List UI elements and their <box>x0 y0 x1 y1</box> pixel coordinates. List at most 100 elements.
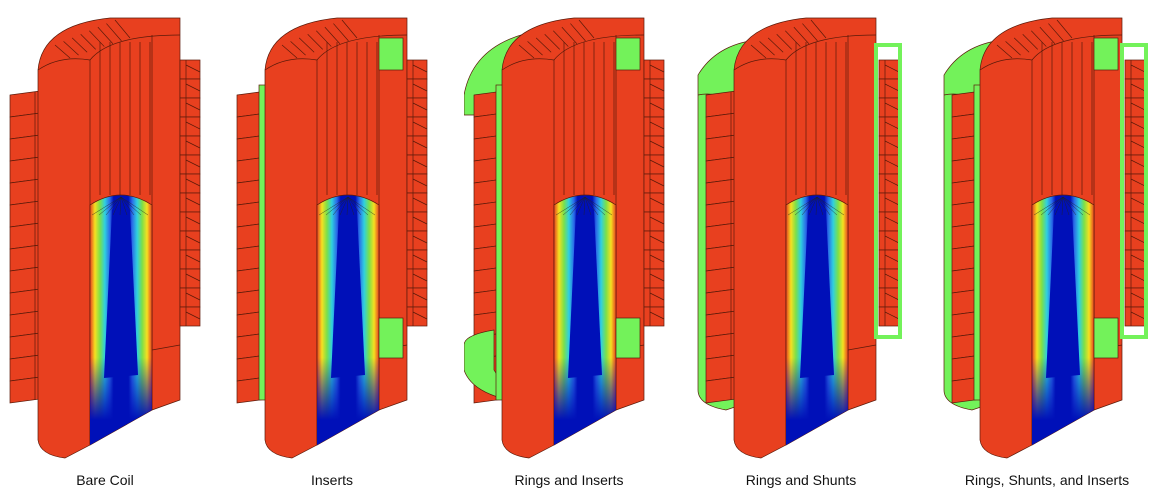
coil-turn <box>1124 59 1146 80</box>
coil-turn <box>406 59 428 80</box>
mesh-line <box>787 196 818 216</box>
body-edge <box>733 58 787 445</box>
top-segment-line <box>281 44 298 59</box>
mesh-line <box>91 196 122 216</box>
coil-turn <box>878 211 900 232</box>
mesh-line <box>347 196 362 216</box>
caption: Rings and Inserts <box>514 472 624 488</box>
coil-turn <box>1124 135 1146 156</box>
coil-turn-edge <box>1130 231 1146 250</box>
top-inner-edge <box>553 34 645 61</box>
top-segment-line <box>106 23 122 42</box>
top-segment-line <box>1056 19 1073 39</box>
mesh-line <box>816 196 824 216</box>
coil-turn <box>1124 154 1146 175</box>
bore-core <box>331 203 365 378</box>
mesh-line <box>816 196 838 216</box>
mesh-line <box>347 196 369 216</box>
coil-turn <box>878 116 900 137</box>
top-segment-line <box>544 34 560 50</box>
coil-turn <box>179 306 201 327</box>
coil-turn-edge <box>412 174 428 193</box>
coil-turn-edge <box>412 60 428 79</box>
panel-rings-shunts-inserts: Rings, Shunts, and Inserts <box>942 0 1154 495</box>
coil-turn-edge <box>649 288 665 307</box>
mesh-line <box>120 196 142 216</box>
coil-turn <box>643 97 665 118</box>
coil-turn <box>643 306 665 327</box>
coil-turn-edge <box>884 60 900 79</box>
body-edge <box>501 58 555 445</box>
mesh-line <box>112 196 122 216</box>
coil-turn <box>406 192 428 213</box>
mesh-line <box>1040 196 1064 216</box>
coil-model <box>9 17 201 459</box>
coil-turn-edge <box>884 98 900 117</box>
coil-turn <box>406 268 428 289</box>
coil-turn-edge <box>649 307 665 326</box>
mesh-line <box>119 196 122 216</box>
top-segment-line <box>527 41 543 56</box>
mesh-line <box>816 196 845 216</box>
coil-model <box>697 17 902 459</box>
coil-turn <box>878 78 900 99</box>
top-insert <box>1093 37 1119 71</box>
coil-turn <box>179 78 201 99</box>
coil-turn-edge <box>884 155 900 174</box>
top-segment-line <box>535 37 552 53</box>
coil-turn-edge <box>884 288 900 307</box>
mesh-line <box>325 196 349 216</box>
coil-turn-edge <box>185 155 201 174</box>
coil-turn-edge <box>1130 79 1146 98</box>
top-segment-line <box>518 44 535 59</box>
coil-turn-edge <box>185 212 201 231</box>
coil-turn <box>1124 211 1146 232</box>
top-segment-line <box>776 34 792 50</box>
coil-turn-edge <box>412 231 428 250</box>
mesh-line <box>1062 196 1070 216</box>
top-segment-line <box>1039 26 1056 44</box>
coil-turn-edge <box>649 231 665 250</box>
mesh-line <box>808 196 818 216</box>
coil-turn <box>878 268 900 289</box>
coil-turn-edge <box>884 193 900 212</box>
coil-turn <box>878 287 900 308</box>
top-segment-line <box>97 26 114 44</box>
coil-turn <box>179 249 201 270</box>
coil-turn-edge <box>185 288 201 307</box>
top-segment-line <box>1013 37 1030 53</box>
coil-turn <box>878 192 900 213</box>
coil-turn <box>406 135 428 156</box>
coil-turn <box>1124 306 1146 327</box>
top-segment-line <box>793 26 810 44</box>
coil-turn-edge <box>1130 136 1146 155</box>
coil-turn-edge <box>185 136 201 155</box>
caption: Rings and Shunts <box>745 472 857 488</box>
coil-turn <box>179 268 201 289</box>
top-segment-line <box>570 23 586 42</box>
top-segment-line <box>578 19 595 39</box>
coil-turn <box>406 230 428 251</box>
coil-turn-edge <box>1130 307 1146 326</box>
coil-turn-edge <box>649 155 665 174</box>
coil-turn-edge <box>884 174 900 193</box>
top-segment-line <box>996 44 1013 59</box>
coil-turn <box>643 154 665 175</box>
bore-core <box>1046 203 1080 378</box>
top-segment-line <box>1022 34 1038 50</box>
coil-turn-edge <box>185 174 201 193</box>
mesh-line <box>1047 196 1064 216</box>
mesh-line <box>339 196 349 216</box>
panel-rings-and-shunts: Rings and Shunts <box>696 0 926 495</box>
coil-turn-edge <box>185 269 201 288</box>
coil-turn-edge <box>412 193 428 212</box>
coil-turn <box>406 287 428 308</box>
top-segment-line <box>341 19 358 39</box>
top-segment-line <box>561 26 578 44</box>
mesh-line <box>562 196 586 216</box>
mesh-line <box>1061 196 1064 216</box>
bottom-insert <box>378 317 404 359</box>
mesh-line <box>318 196 349 216</box>
top-segment-line <box>298 37 315 53</box>
coil-turn <box>878 135 900 156</box>
